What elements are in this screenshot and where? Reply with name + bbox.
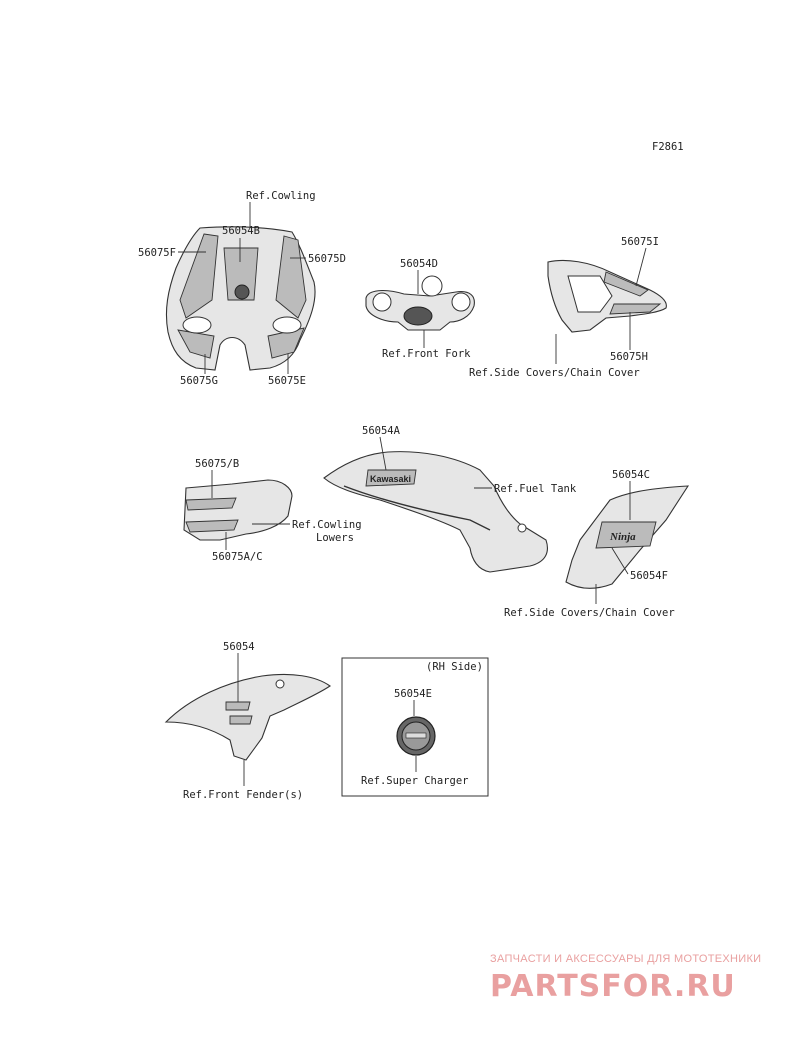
watermark-logo: PARTSFOR.RU bbox=[490, 969, 736, 1004]
label-56075B: 56075/B bbox=[195, 458, 239, 470]
label-ref-front-fender: Ref.Front Fender(s) bbox=[183, 789, 303, 801]
label-rh-side: (RH Side) bbox=[426, 661, 483, 673]
cowling-lower-left-decal bbox=[177, 329, 215, 359]
label-ref-cowling-lowers-1: Ref.Cowling bbox=[292, 519, 362, 531]
label-ref-super-charger: Ref.Super Charger bbox=[361, 775, 468, 787]
leader-56054A bbox=[379, 436, 387, 471]
tail-cowl-opening bbox=[567, 275, 613, 313]
label-56075G: 56075G bbox=[180, 375, 218, 387]
tank-bolt bbox=[517, 523, 527, 533]
cowling-left-stripe bbox=[179, 233, 219, 319]
cowling-lowers-group: 56075/B Ref.Cowling Lowers 56075A/C bbox=[183, 458, 362, 563]
fork-bracket-group: 56054D Ref.Front Fork bbox=[365, 258, 475, 360]
label-56075E: 56075E bbox=[268, 375, 306, 387]
label-ref-front-fork: Ref.Front Fork bbox=[382, 348, 471, 360]
side-cover-ninja-text: Ninja bbox=[609, 531, 636, 543]
tank-kawasaki-decal bbox=[365, 469, 417, 487]
label-56075F: 56075F bbox=[138, 247, 176, 259]
super-charger-decal bbox=[405, 732, 427, 739]
cowling-emblem bbox=[234, 284, 250, 300]
label-ref-fuel-tank: Ref.Fuel Tank bbox=[494, 483, 577, 495]
tail-upper-stripe bbox=[603, 271, 649, 297]
leader-56054F bbox=[611, 547, 629, 575]
label-56054A: 56054A bbox=[362, 425, 401, 437]
tank-stripe-line bbox=[343, 485, 491, 531]
side-cover-group: Ninja 56054C 56054F Ref.Side Covers/Chai… bbox=[504, 469, 690, 619]
lowers-lower-decal bbox=[185, 519, 239, 533]
label-56075D: 56075D bbox=[308, 253, 346, 265]
label-56054E: 56054E bbox=[394, 688, 432, 700]
fender-upper-decal bbox=[225, 701, 251, 711]
label-56054F: 56054F bbox=[630, 570, 668, 582]
headlight-right bbox=[272, 316, 302, 334]
ignition-switch bbox=[421, 275, 443, 297]
fender-bolt bbox=[275, 679, 285, 689]
fork-clamp-right bbox=[451, 292, 471, 312]
super-charger-group: (RH Side) 56054E Ref.Super Charger bbox=[341, 657, 489, 797]
label-56054D: 56054D bbox=[400, 258, 438, 270]
fork-clamp-left bbox=[372, 292, 392, 312]
tail-cowl-group: 56075I 56075H Ref.Side Covers/Chain Cove… bbox=[469, 236, 667, 379]
fuel-tank-group: Kawasaki 56054A Ref.Fuel Tank bbox=[323, 425, 577, 573]
side-cover-ninja-decal bbox=[595, 521, 657, 549]
leader-56075I bbox=[635, 247, 647, 287]
fuel-tank-part bbox=[323, 451, 548, 573]
label-56054C: 56054C bbox=[612, 469, 650, 481]
cowling-right-stripe bbox=[275, 235, 307, 319]
tail-lower-stripe bbox=[609, 303, 662, 315]
tank-kawasaki-text: Kawasaki bbox=[370, 474, 411, 484]
label-ref-cowling: Ref.Cowling bbox=[246, 190, 316, 202]
label-56075H: 56075H bbox=[610, 351, 648, 363]
label-56075I: 56075I bbox=[621, 236, 659, 248]
label-ref-cowling-lowers-2: Lowers bbox=[316, 532, 354, 544]
label-56075AC: 56075A/C bbox=[212, 551, 263, 563]
figure-code: F2861 bbox=[652, 141, 684, 153]
label-56054: 56054 bbox=[223, 641, 255, 653]
label-ref-side-covers-2: Ref.Side Covers/Chain Cover bbox=[504, 607, 675, 619]
fender-lower-decal bbox=[229, 715, 253, 725]
label-ref-side-covers-1: Ref.Side Covers/Chain Cover bbox=[469, 367, 640, 379]
front-fender-group: 56054 Ref.Front Fender(s) bbox=[164, 641, 331, 801]
front-cowling-group: Ref.Cowling 56054B 56075F 56075D 56075G … bbox=[138, 190, 346, 387]
lowers-upper-decal bbox=[185, 497, 237, 511]
watermark-tagline: ЗАПЧАСТИ И АКСЕССУАРЫ ДЛЯ МОТОТЕХНИКИ bbox=[490, 953, 762, 965]
label-56054B: 56054B bbox=[222, 225, 260, 237]
steering-stem-nut bbox=[403, 306, 433, 326]
headlight-left bbox=[182, 316, 212, 334]
cowling-center-decal bbox=[223, 247, 259, 301]
